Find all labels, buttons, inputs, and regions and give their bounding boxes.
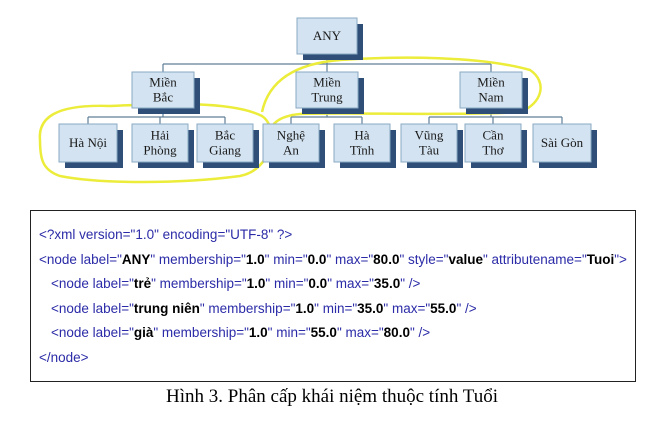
leaf-node-label: Vũng <box>415 128 444 143</box>
figure-caption: Hình 3. Phân cấp khái niệm thuộc tính Tu… <box>166 386 498 407</box>
child-membership: 1.0 <box>246 276 266 291</box>
region-node-label: Bắc <box>153 90 173 105</box>
leaf-node-label: An <box>283 143 299 158</box>
root-label: ANY <box>121 251 151 267</box>
leaf-node-box <box>262 123 320 163</box>
child-membership: 1.0 <box>248 325 268 340</box>
child-min: 0.0 <box>308 276 328 291</box>
region-node-label: Trung <box>311 90 343 105</box>
child-label: già <box>133 325 154 340</box>
child-membership: 1.0 <box>295 300 315 316</box>
leaf-node-box <box>400 123 458 163</box>
xml-root-node: <node label="ANY" membership="1.0" min="… <box>39 251 627 267</box>
child-min: 35.0 <box>357 300 384 316</box>
region-node-box <box>459 71 523 109</box>
root-membership: 1.0 <box>245 251 265 267</box>
root-style: value <box>448 251 483 267</box>
highlight-loop-central-south <box>260 56 542 141</box>
root-node-any-label: ANY <box>313 28 342 43</box>
region-node-box <box>131 71 195 109</box>
child-label: trẻ <box>133 276 152 291</box>
leaf-node-label: Hà Nội <box>69 135 107 150</box>
leaf-node-label: Giang <box>209 143 241 158</box>
leaf-node-label: Nghệ <box>277 128 305 143</box>
child-max: 55.0 <box>430 300 457 316</box>
leaf-node-label: Cần <box>483 128 504 143</box>
xml-child-node: <node label="trẻ" membership="1.0" min="… <box>51 276 421 291</box>
xml-declaration: <?xml version="1.0" encoding="UTF-8" ?> <box>39 227 293 242</box>
child-label: trung niên <box>133 300 200 316</box>
region-node-label: Miền <box>313 75 341 90</box>
region-node-label: Miền <box>477 75 505 90</box>
child-max: 35.0 <box>373 276 401 291</box>
leaf-node-box <box>464 123 522 163</box>
leaf-node-box <box>131 123 189 163</box>
child-min: 55.0 <box>310 325 337 340</box>
root-attributename: Tuoi <box>586 251 615 267</box>
leaf-node-box <box>196 123 254 163</box>
child-max: 80.0 <box>383 325 410 340</box>
leaf-node-label: Tàu <box>419 143 440 158</box>
leaf-node-box <box>333 123 391 163</box>
region-node-label: Miền <box>149 75 177 90</box>
region-node-label: Nam <box>478 90 503 105</box>
root-node-any-box <box>296 17 358 55</box>
leaf-node-box <box>532 123 592 163</box>
root-min: 0.0 <box>307 251 327 267</box>
leaf-node-label: Tĩnh <box>350 143 375 158</box>
xml-code-box: <?xml version="1.0" encoding="UTF-8" ?> … <box>30 210 636 382</box>
leaf-node-box <box>58 123 118 163</box>
root-max: 80.0 <box>373 251 400 267</box>
leaf-node-label: Hà <box>354 128 369 143</box>
xml-closing-tag: </node> <box>39 349 89 365</box>
leaf-node-label: Hải <box>151 128 170 143</box>
leaf-node-label: Thơ <box>482 143 504 158</box>
leaf-node-label: Bắc <box>215 128 235 143</box>
leaf-node-label: Phòng <box>143 143 177 158</box>
xml-child-node: <node label="trung niên" membership="1.0… <box>51 300 477 316</box>
leaf-node-label: Sài Gòn <box>541 135 584 150</box>
xml-child-node: <node label="già" membership="1.0" min="… <box>51 325 431 340</box>
region-node-box <box>295 71 359 109</box>
